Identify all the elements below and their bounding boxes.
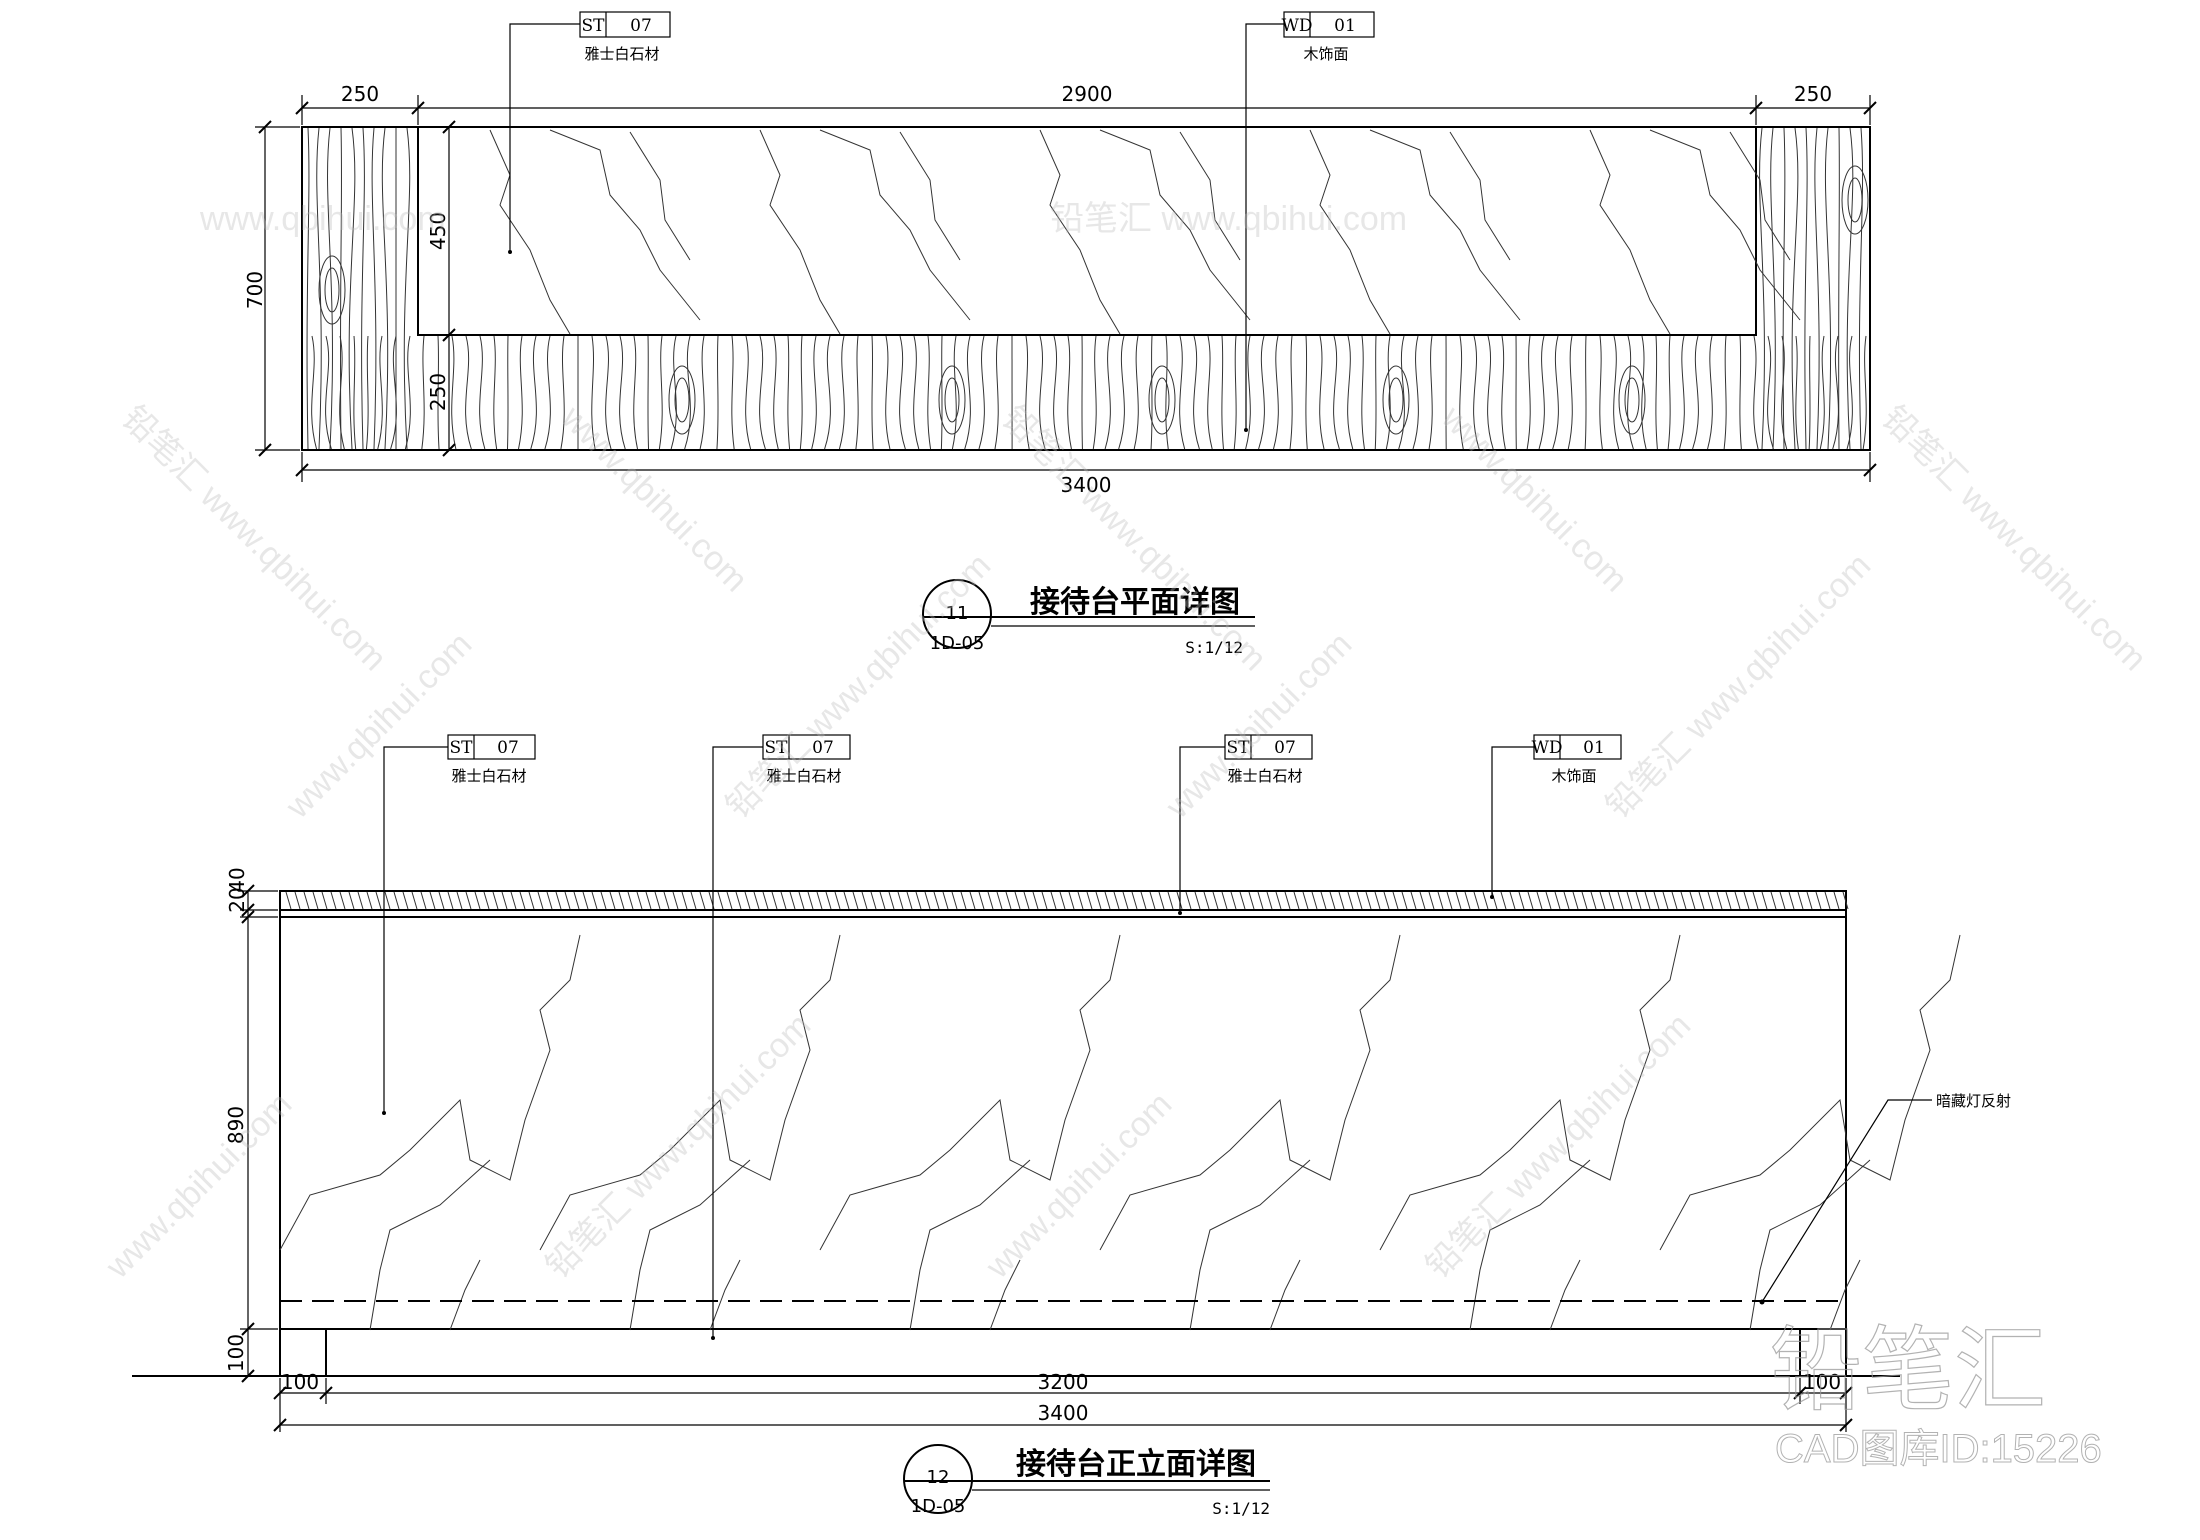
elevation-ref-sheet: 1D-05 [911,1496,966,1517]
elevation-dimension-height: 20 40 890 100 [224,867,278,1383]
elevation-tag-3-code: ST [1227,738,1251,758]
elevation-note-light: 暗藏灯反射 [1759,1092,2011,1305]
elevation-tag-2-code: ST [765,738,789,758]
elevation-tag-4-code: WD [1531,738,1562,758]
elevation-tag-1-code: ST [450,738,474,758]
elevation-countertop-grain [285,891,1849,910]
plan-view: 250 2900 250 3400 700 45 [243,11,1877,657]
plan-stone-top [417,126,1757,336]
elevation-reveal [279,909,1847,918]
elevation-tag-1-material: 雅士白石材 [451,767,526,785]
plan-outline [301,126,1871,451]
elevation-tag-4-material: 木饰面 [1551,767,1596,785]
plan-tag-wood-material: 木饰面 [1303,45,1348,63]
elevation-note-text: 暗藏灯反射 [1936,1092,2011,1110]
watermark-text: www.qbihui.com [199,200,446,238]
elevation-title-block: 12 1D-05 接待台正立面详图 S:1/12 [903,1444,1270,1518]
plan-dimension-top: 250 2900 250 [295,82,1877,125]
plan-marble-veins [489,129,1801,335]
corner-watermark: 铅笔汇 CAD图库ID:15226 [1769,1319,2102,1471]
elevation-dim-total: 3400 [1038,1401,1089,1425]
plan-dim-mid: 2900 [1062,82,1113,106]
watermark-text: 铅笔汇 www.qbihui.com [539,1006,818,1285]
plan-title-block: 11 1D-05 接待台平面详图 S:1/12 [922,579,1255,657]
watermark-text: 铅笔汇 www.qbihui.com [994,399,1273,678]
plan-tag-wood-num: 01 [1334,16,1356,36]
elevation-dim-base: 100 [224,1334,248,1372]
watermark-text: www.qbihui.com [98,1085,299,1286]
elevation-dim-height: 890 [224,1106,248,1144]
elevation-dim-left: 100 [281,1370,319,1394]
elevation-tag-wood: WD 01 木饰面 [1490,734,1622,899]
plan-dimension-height: 700 [243,120,300,457]
elevation-tag-1-num: 07 [497,738,519,758]
elevation-dim-mid: 3200 [1038,1370,1089,1394]
elevation-tag-4-num: 01 [1583,738,1605,758]
plan-tag-wood-code: WD [1281,16,1312,36]
elevation-dimension-bottom: 100 3200 100 3400 [273,1370,1853,1432]
plan-dim-total: 3400 [1061,473,1112,497]
plan-tag-stone-code: ST [582,16,606,36]
elevation-title: 接待台正立面详图 [1016,1447,1256,1482]
plan-dimension-inner: 450 250 [426,120,456,457]
elevation-scale: S:1/12 [1212,1499,1270,1518]
watermark-text: www.qbihui.com [1434,398,1635,599]
elevation-tag-2-num: 07 [812,738,834,758]
elevation-tag-stone-2: ST 07 雅士白石材 [711,734,851,1340]
watermark-text: 铅笔汇 www.qbihui.com [719,546,998,825]
plan-wood-grain [306,127,1869,450]
plan-tag-stone-num: 07 [630,16,652,36]
watermark-text: www.qbihui.com [554,398,755,599]
plan-ref-sheet: 1D-05 [930,633,985,654]
watermark-text: 铅笔汇 www.qbihui.com [1419,1006,1698,1285]
plan-dim-inner-bottom: 250 [426,373,450,411]
elevation-tag-2-material: 雅士白石材 [766,767,841,785]
plan-dim-inner-top: 450 [426,212,450,250]
elevation-tag-3-num: 07 [1274,738,1296,758]
watermark-text: 铅笔汇 www.qbihui.com [1874,399,2153,678]
elevation-dim-top-a: 20 [225,887,249,912]
plan-scale: S:1/12 [1185,638,1243,657]
corner-watermark-brand: 铅笔汇 [1770,1320,2046,1422]
corner-watermark-id: CAD图库ID:15226 [1775,1427,2102,1471]
watermark-text: 铅笔汇 www.qbihui.com [1599,546,1878,825]
plan-tag-stone: ST 07 雅士白石材 [508,11,671,254]
plan-ref-number: 11 [946,603,969,624]
elevation-view: 20 40 890 100 100 3200 100 3400 [132,734,2011,1518]
watermark-text: 铅笔汇 www.qbihui.com [1050,200,1407,238]
plan-dim-right: 250 [1794,82,1832,106]
elevation-tag-stone-1: ST 07 雅士白石材 [382,734,536,1115]
elevation-tag-stone-3: ST 07 雅士白石材 [1178,734,1313,915]
plan-tag-wood: WD 01 木饰面 [1244,11,1375,432]
elevation-dim-top-b: 40 [225,867,249,892]
elevation-marble-veins [279,934,1961,1331]
watermark-text: www.qbihui.com [978,1085,1179,1286]
elevation-body [279,916,1847,1330]
elevation-tag-3-material: 雅士白石材 [1227,767,1302,785]
plan-title: 接待台平面详图 [1030,585,1240,620]
plan-tag-stone-material: 雅士白石材 [584,45,659,63]
plan-dim-left: 250 [341,82,379,106]
plan-dimension-bottom: 3400 [295,452,1877,497]
elevation-dim-right: 100 [1803,1370,1841,1394]
plan-dim-height: 700 [243,271,267,309]
elevation-ref-number: 12 [927,1467,950,1488]
